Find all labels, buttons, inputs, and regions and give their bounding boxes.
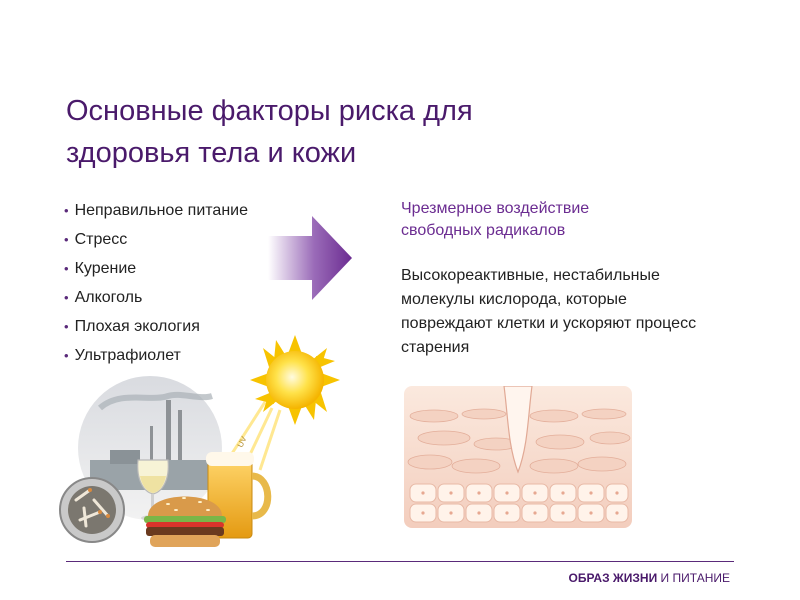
list-item: •Ультрафиолет	[64, 347, 181, 364]
list-item: •Алкоголь	[64, 289, 143, 306]
footer-brand: ОБРАЗ ЖИЗНИ И ПИТАНИЕ	[568, 571, 731, 585]
sun-icon	[250, 335, 340, 425]
footer-divider	[66, 561, 734, 562]
list-item: •Неправильное питание	[64, 202, 248, 219]
skin-cross-section-image	[404, 386, 632, 528]
title-line-2: здоровья тела и кожи	[66, 137, 357, 169]
risk-factors-collage-image: UV	[59, 335, 340, 547]
free-radicals-heading: Чрезмерное воздействие свободных радикал…	[401, 200, 590, 239]
list-item: •Плохая экология	[64, 318, 200, 335]
risk-factor-list: •Неправильное питание •Стресс •Курение •…	[64, 196, 248, 370]
uv-label: UV	[236, 434, 249, 448]
title-line-1: Основные факторы риска для	[66, 95, 473, 127]
free-radicals-description: Высокореактивные, нестабильные молекулы …	[401, 267, 697, 356]
page-title: Основные факторы риска для здоровья тела…	[66, 90, 626, 174]
list-item: •Курение	[64, 260, 137, 277]
arrow-right-icon	[268, 216, 352, 300]
list-item: •Стресс	[64, 231, 128, 248]
